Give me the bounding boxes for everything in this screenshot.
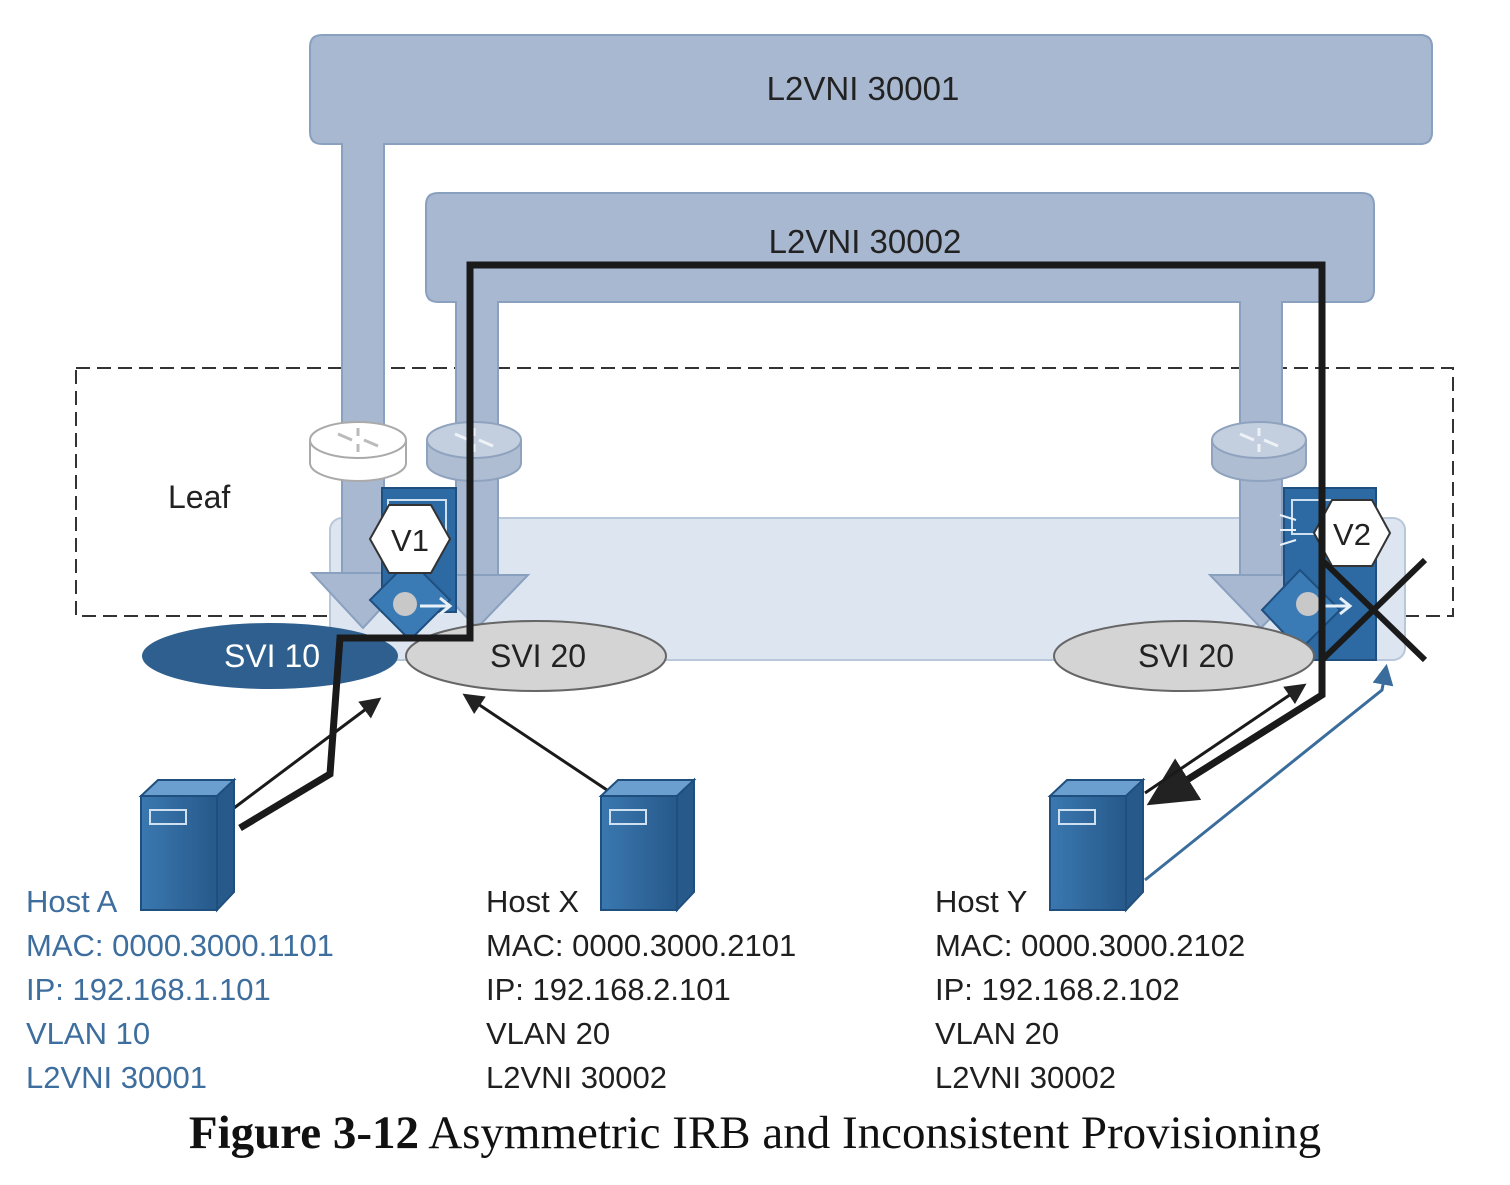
host-x-request-arrow: [462, 693, 611, 794]
vni-30002-label: L2VNI 30002: [769, 223, 962, 260]
host-y-name: Host Y: [935, 884, 1028, 919]
host-x-vni: L2VNI 30002: [486, 1060, 667, 1095]
vtep-v1-label: V1: [391, 523, 429, 558]
host-y-vni: L2VNI 30002: [935, 1060, 1116, 1095]
host-a-request-arrow: [233, 697, 382, 810]
host-a-info: Host A MAC: 0000.3000.1101 IP: 192.168.1…: [26, 880, 334, 1100]
vtep-v2-hexagon: [1312, 499, 1392, 567]
drop-x-icon: [1319, 557, 1428, 663]
router-white-icon: [309, 421, 407, 482]
host-a-server-icon: [138, 777, 237, 913]
router-gray-left-icon: [426, 421, 522, 482]
vtep-v2-label: V2: [1333, 517, 1371, 552]
host-y-vlan: VLAN 20: [935, 1016, 1060, 1051]
host-a-mac: MAC: 0000.3000.1101: [26, 928, 334, 963]
svi-20-right-label: SVI 20: [1138, 638, 1234, 674]
figure-title: Asymmetric IRB and Inconsistent Provisio…: [419, 1107, 1322, 1159]
host-a-vlan: VLAN 10: [26, 1016, 151, 1051]
leaf-label: Leaf: [168, 479, 230, 515]
host-x-server-icon: [598, 777, 697, 913]
host-y-info: Host Y MAC: 0000.3000.2102 IP: 192.168.2…: [935, 880, 1245, 1100]
svi-10-label: SVI 10: [224, 638, 320, 674]
host-x-name: Host X: [486, 884, 580, 919]
host-x-info: Host X MAC: 0000.3000.2101 IP: 192.168.2…: [486, 880, 796, 1100]
vni-30001-label: L2VNI 30001: [767, 70, 960, 107]
host-y-server-icon: [1047, 777, 1146, 913]
vtep-v1-hexagon: [368, 504, 452, 574]
vni-30001-bar: [309, 34, 1433, 581]
host-y-mac: MAC: 0000.3000.2102: [935, 928, 1246, 963]
host-x-ip: IP: 192.168.2.101: [486, 972, 731, 1007]
figure-caption: Figure 3-12 Asymmetric IRB and Inconsist…: [0, 1106, 1510, 1160]
vni-30002-bar: [425, 192, 1375, 583]
host-x-mac: MAC: 0000.3000.2101: [486, 928, 797, 963]
svi-20-left-label: SVI 20: [490, 638, 586, 674]
host-x-vlan: VLAN 20: [486, 1016, 611, 1051]
figure-number: Figure 3-12: [188, 1107, 420, 1159]
host-y-ip: IP: 192.168.2.102: [935, 972, 1180, 1007]
traffic-path: [238, 261, 1326, 832]
host-a-ip: IP: 192.168.1.101: [26, 972, 271, 1007]
host-y-request-arrow: [1144, 683, 1307, 795]
host-a-name: Host A: [26, 884, 118, 919]
router-gray-right-icon: [1211, 421, 1307, 482]
svi-20-right-ellipse: [1053, 620, 1315, 692]
host-a-vni: L2VNI 30001: [26, 1060, 207, 1095]
host-y-blue-arrow: [1144, 663, 1394, 882]
